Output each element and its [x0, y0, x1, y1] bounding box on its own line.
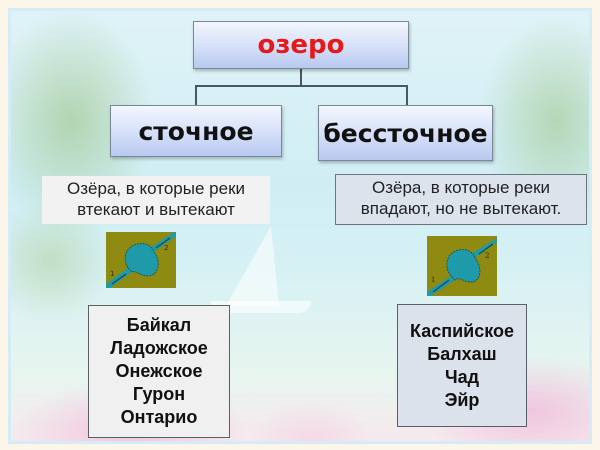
description-flowing: Озёра, в которые реки втекают и вытекают: [42, 176, 270, 224]
marker-2: 2: [485, 252, 489, 260]
lake-flowthrough-icon: 1 2: [106, 232, 176, 288]
sailboat-sail-decoration: [226, 226, 279, 306]
node-flowing-lake: сточное: [110, 105, 282, 157]
description-line: Озёра, в которые реки: [66, 179, 246, 198]
examples-endorheic-list: Каспийское Балхаш Чад Эйр: [397, 304, 527, 427]
description-line: втекают и вытекают: [77, 200, 235, 219]
connector-right-down: [406, 85, 408, 105]
description-line: Озёра, в которые реки: [371, 178, 551, 197]
list-item: Онтарио: [120, 407, 198, 427]
list-item: Ладожское: [110, 338, 208, 358]
description-endorheic: Озёра, в которые реки впадают, но не выт…: [335, 174, 587, 225]
list-item: Гурон: [132, 384, 186, 404]
description-line: впадают, но не вытекают.: [360, 199, 562, 218]
list-item: Каспийское: [409, 320, 515, 341]
lake-endorheic-icon: 1 2: [427, 236, 497, 296]
examples-flowing-list: Байкал Ладожское Онежское Гурон Онтарио: [88, 305, 230, 438]
list-item: Онежское: [115, 361, 203, 381]
marker-1: 1: [431, 276, 435, 284]
connector-root-down: [300, 69, 302, 86]
connector-left-down: [195, 85, 197, 105]
list-item: Эйр: [444, 389, 480, 410]
root-node-label: озеро: [257, 30, 345, 60]
node-flowing-label: сточное: [138, 116, 254, 146]
node-endorheic-lake: бессточное: [318, 105, 493, 161]
list-item: Байкал: [126, 315, 192, 335]
connector-horizontal: [195, 85, 408, 87]
sailboat-hull-decoration: [211, 301, 311, 313]
marker-1: 1: [110, 270, 114, 278]
root-node-lake: озеро: [193, 21, 409, 69]
node-endorheic-label: бессточное: [323, 118, 488, 148]
list-item: Чад: [444, 366, 480, 387]
list-item: Балхаш: [427, 343, 497, 364]
marker-2: 2: [164, 244, 168, 252]
